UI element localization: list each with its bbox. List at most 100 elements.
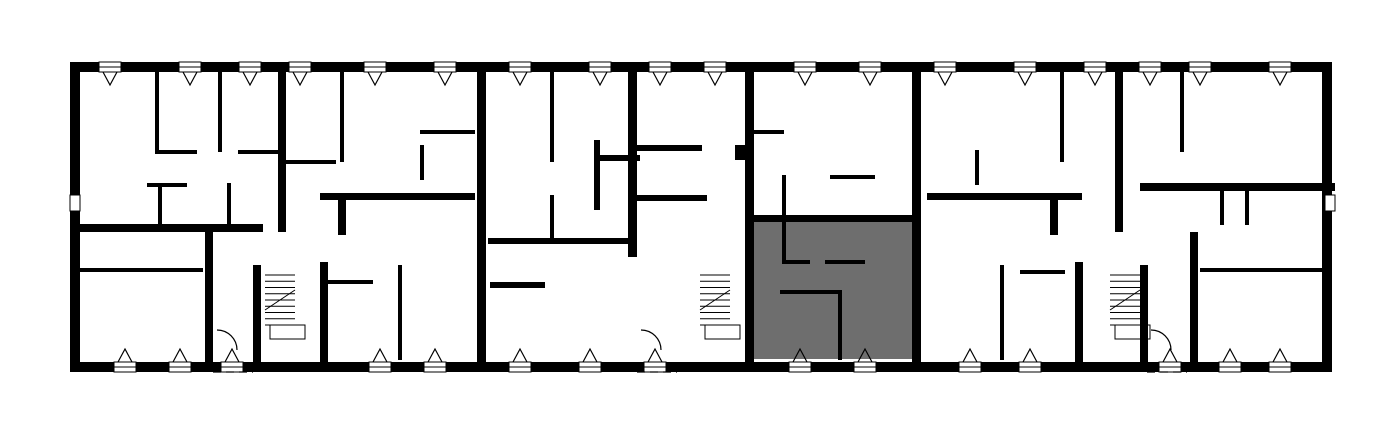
- window: [1013, 61, 1037, 87]
- interior-wall: [320, 262, 328, 372]
- window: [588, 61, 612, 87]
- exterior-wall-right: [1322, 62, 1332, 372]
- interior-wall: [782, 260, 810, 264]
- interior-wall: [782, 220, 786, 262]
- interior-wall: [490, 282, 545, 288]
- exterior-wall-bottom: [70, 362, 1332, 372]
- interior-wall: [825, 260, 865, 264]
- window: [178, 61, 202, 87]
- staircase: [264, 274, 306, 340]
- window: [508, 61, 532, 87]
- selected-apartment-area[interactable]: [752, 219, 916, 359]
- interior-wall: [278, 72, 286, 232]
- window: [853, 347, 877, 373]
- interior-wall: [1000, 265, 1004, 360]
- interior-wall: [782, 175, 786, 220]
- exterior-wall-left: [70, 62, 80, 372]
- interior-wall: [637, 195, 707, 201]
- interior-wall: [838, 290, 842, 360]
- interior-wall: [637, 145, 702, 151]
- window: [788, 347, 812, 373]
- window: [1268, 347, 1292, 373]
- section-wall: [477, 62, 486, 372]
- interior-wall: [1220, 183, 1224, 225]
- window: [1018, 347, 1042, 373]
- interior-wall: [227, 183, 231, 225]
- window: [238, 61, 262, 87]
- window: [648, 61, 672, 87]
- interior-wall: [1180, 72, 1184, 152]
- side-window: [1324, 194, 1336, 212]
- interior-wall: [218, 72, 222, 152]
- interior-wall: [398, 265, 402, 360]
- interior-wall: [78, 224, 263, 232]
- side-window: [69, 194, 81, 212]
- entrances: [213, 329, 1187, 373]
- interior-wall: [286, 160, 336, 164]
- interior-wall: [155, 150, 197, 154]
- staircases: [264, 274, 1151, 340]
- window: [958, 347, 982, 373]
- window: [368, 347, 392, 373]
- interior-wall: [1140, 183, 1335, 191]
- window: [423, 347, 447, 373]
- window: [113, 347, 137, 373]
- interior-wall: [420, 130, 475, 134]
- interior-wall: [155, 72, 159, 152]
- interior-wall: [1020, 270, 1065, 274]
- interior-wall: [927, 193, 1082, 200]
- interior-wall: [205, 232, 213, 372]
- interior-wall: [320, 193, 475, 200]
- windows: [69, 61, 1336, 373]
- interior-wall: [1050, 193, 1058, 235]
- interior-wall: [550, 195, 554, 240]
- window: [933, 61, 957, 87]
- interior-wall: [600, 155, 640, 161]
- window: [1268, 61, 1292, 87]
- interior-wall: [338, 195, 346, 235]
- interior-wall: [1060, 72, 1064, 162]
- interior-wall: [238, 150, 280, 154]
- window: [578, 347, 602, 373]
- interior-wall: [830, 175, 875, 179]
- interior-wall: [735, 145, 750, 160]
- window: [1188, 61, 1212, 87]
- window: [433, 61, 457, 87]
- window: [220, 347, 244, 373]
- interior-wall: [420, 145, 424, 180]
- interior-wall: [975, 150, 979, 185]
- entrance[interactable]: [213, 329, 253, 373]
- staircase: [1109, 274, 1151, 340]
- window: [1083, 61, 1107, 87]
- window: [1218, 347, 1242, 373]
- window: [363, 61, 387, 87]
- interior-wall: [780, 290, 840, 294]
- window: [793, 61, 817, 87]
- window: [168, 347, 192, 373]
- staircase: [699, 274, 741, 340]
- interior-wall: [752, 215, 920, 222]
- interior-wall: [550, 72, 554, 162]
- interior-wall: [594, 140, 600, 210]
- interior-wall: [253, 265, 261, 372]
- entrance[interactable]: [1147, 329, 1187, 373]
- window: [703, 61, 727, 87]
- interior-wall: [1245, 183, 1249, 225]
- interior-wall: [147, 183, 187, 187]
- window: [98, 61, 122, 87]
- entrance[interactable]: [637, 329, 677, 373]
- interior-wall: [158, 183, 162, 225]
- interior-wall: [1200, 268, 1325, 272]
- selected-apartment[interactable]: [752, 219, 916, 359]
- interior-wall: [1140, 265, 1148, 372]
- interior-wall: [1190, 232, 1198, 372]
- window: [1158, 347, 1182, 373]
- window: [858, 61, 882, 87]
- interior-wall: [1075, 262, 1083, 372]
- section-wall: [745, 62, 754, 372]
- window: [288, 61, 312, 87]
- window: [1138, 61, 1162, 87]
- walls: [70, 62, 1335, 372]
- interior-wall: [340, 72, 344, 162]
